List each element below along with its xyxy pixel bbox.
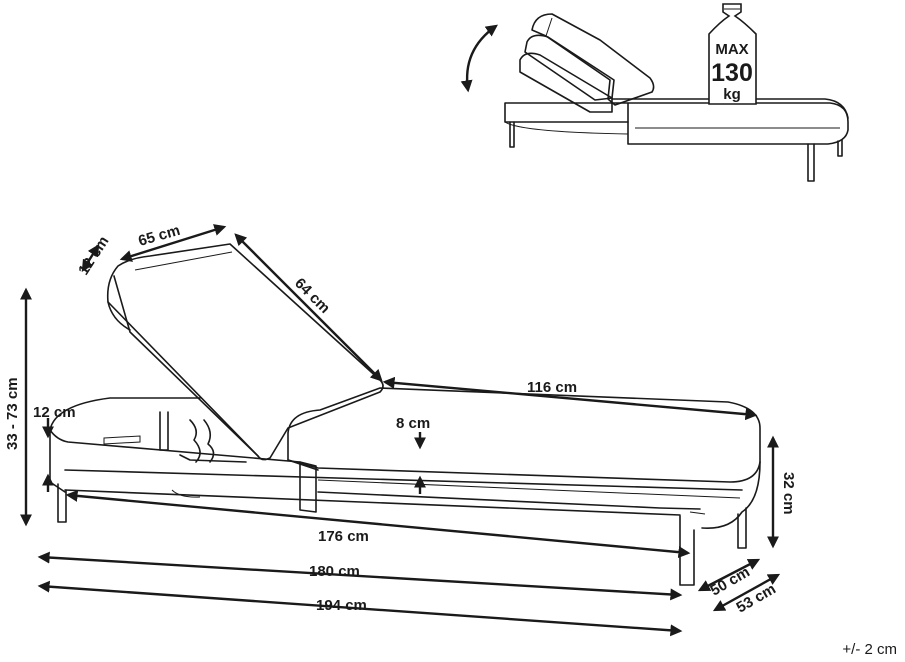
weight-max-label: MAX: [715, 41, 748, 58]
main-lounger: [49, 243, 761, 586]
weight-icon: MAX 130 kg: [708, 3, 757, 105]
label-overall-frame-length: 180 cm: [309, 563, 360, 580]
dimension-lines: [20, 224, 781, 637]
label-backrest-thickness: 12 cm: [75, 233, 112, 278]
label-backrest-width: 65 cm: [136, 222, 182, 250]
label-seat-length: 116 cm: [527, 379, 577, 396]
label-frame-height: 12 cm: [33, 404, 76, 421]
label-frame-length: 176 cm: [318, 528, 369, 545]
label-seat-height: 32 cm: [780, 472, 797, 515]
reclining-illustration: [460, 13, 849, 182]
label-back-height-range: 33 - 73 cm: [4, 377, 21, 450]
label-cushion-thickness: 8 cm: [396, 415, 430, 432]
tolerance-note: +/- 2 cm: [842, 641, 897, 658]
label-total-length: 194 cm: [316, 597, 367, 614]
weight-value: 130: [711, 59, 753, 87]
weight-unit: kg: [723, 86, 741, 103]
